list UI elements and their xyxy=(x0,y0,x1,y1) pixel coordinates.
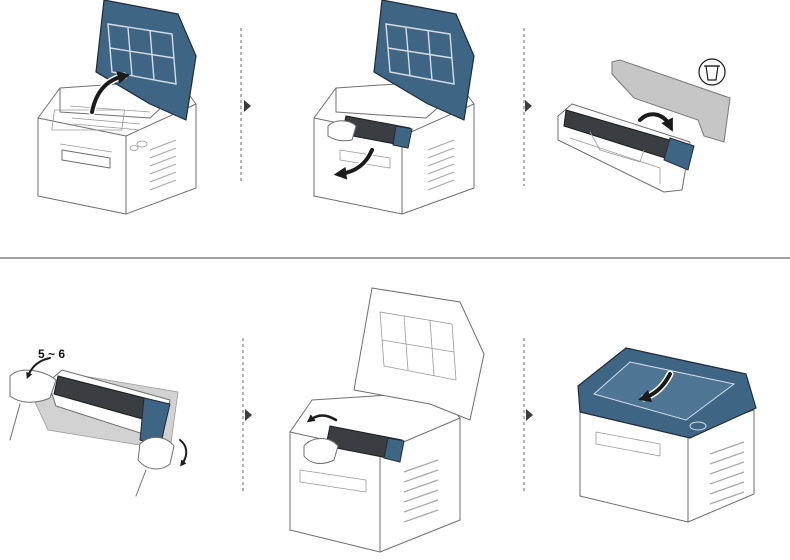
top-cover-open xyxy=(373,0,475,121)
new-toner-cartridge xyxy=(557,103,695,193)
step-triangle-icon xyxy=(244,100,251,112)
shake-count-label: 5 ~ 6 xyxy=(38,347,65,361)
step-triangle-icon xyxy=(526,409,533,421)
hand xyxy=(303,438,339,464)
arrow-lift-icon xyxy=(90,71,131,114)
right-hand xyxy=(137,437,175,470)
panel-unpack-new-cartridge xyxy=(557,58,731,193)
printer-body xyxy=(37,79,197,215)
top-cover-open-outline xyxy=(353,287,485,421)
top-cover-closed xyxy=(577,347,757,439)
panel-close-top-cover xyxy=(577,347,757,523)
arrow-close-icon xyxy=(637,372,672,403)
panel-shake-cartridge: 5 ~ 6 xyxy=(9,347,188,497)
panel-open-top-cover xyxy=(37,0,197,215)
panel-insert-cartridge xyxy=(289,287,485,553)
step-triangle-icon xyxy=(525,100,532,112)
arrow-pull-icon xyxy=(333,148,374,180)
arrow-remove-cover-icon xyxy=(638,112,673,132)
left-hand xyxy=(9,369,57,403)
top-cover-open xyxy=(95,0,197,121)
shake-arrow-icon xyxy=(179,439,188,467)
recycle-bin-icon xyxy=(698,58,726,86)
shake-arrow-icon xyxy=(26,357,51,379)
printer-body xyxy=(313,79,475,215)
protective-cover xyxy=(611,59,731,143)
step-triangle-icon xyxy=(245,409,252,421)
toner-cartridge xyxy=(341,115,413,149)
arrow-insert-icon xyxy=(306,414,338,423)
hand xyxy=(327,120,357,142)
panel-remove-toner-cartridge xyxy=(313,0,475,215)
